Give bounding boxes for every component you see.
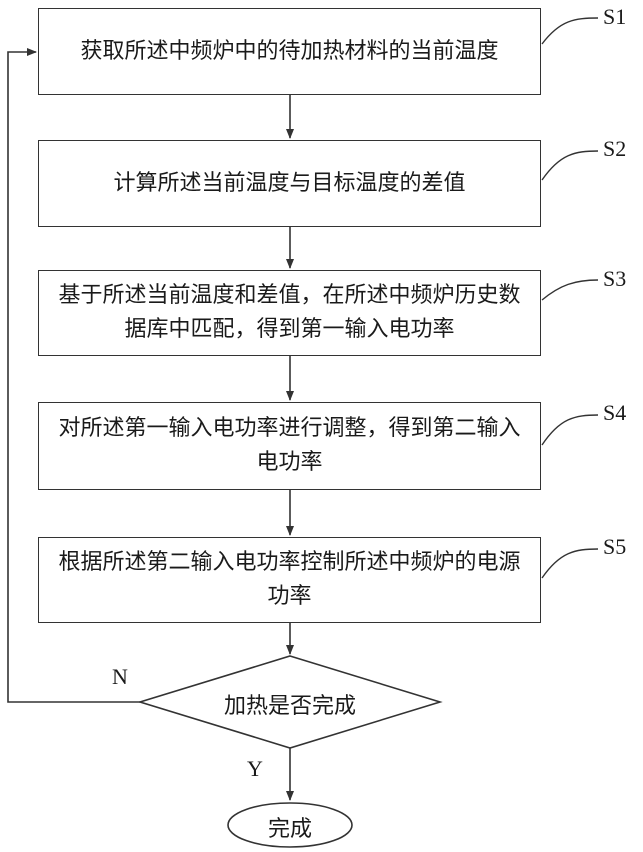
step-box-s3: 基于所述当前温度和差值，在所述中频炉历史数据库中匹配，得到第一输入电功率	[38, 270, 541, 356]
step-text-s2: 计算所述当前温度与目标温度的差值	[113, 167, 465, 201]
step-text-s5: 根据所述第二输入电功率控制所述中频炉的电源功率	[53, 546, 526, 614]
step-text-s1: 获取所述中频炉中的待加热材料的当前温度	[80, 35, 498, 69]
end-text: 完成	[230, 811, 350, 843]
step-id-s4: S4	[603, 400, 626, 426]
step-text-s3: 基于所述当前温度和差值，在所述中频炉历史数据库中匹配，得到第一输入电功率	[53, 279, 526, 347]
s5-callout-curve	[542, 549, 598, 578]
step-box-s1: 获取所述中频炉中的待加热材料的当前温度	[38, 8, 541, 95]
decision-text: 加热是否完成	[190, 688, 390, 720]
step-box-s4: 对所述第一输入电功率进行调整，得到第二输入电功率	[38, 402, 541, 490]
step-id-s3: S3	[603, 266, 626, 292]
decision-no-label: N	[112, 664, 128, 690]
decision-yes-label: Y	[247, 756, 263, 782]
step-text-s4: 对所述第一输入电功率进行调整，得到第二输入电功率	[53, 412, 526, 480]
step-box-s2: 计算所述当前温度与目标温度的差值	[38, 140, 541, 227]
step-id-s5: S5	[603, 534, 626, 560]
s3-callout-curve	[542, 280, 598, 300]
step-id-s2: S2	[603, 136, 626, 162]
step-box-s5: 根据所述第二输入电功率控制所述中频炉的电源功率	[38, 537, 541, 623]
s4-callout-curve	[542, 415, 598, 445]
s1-callout-curve	[542, 18, 598, 44]
s2-callout-curve	[542, 151, 598, 180]
step-id-s1: S1	[603, 4, 626, 30]
